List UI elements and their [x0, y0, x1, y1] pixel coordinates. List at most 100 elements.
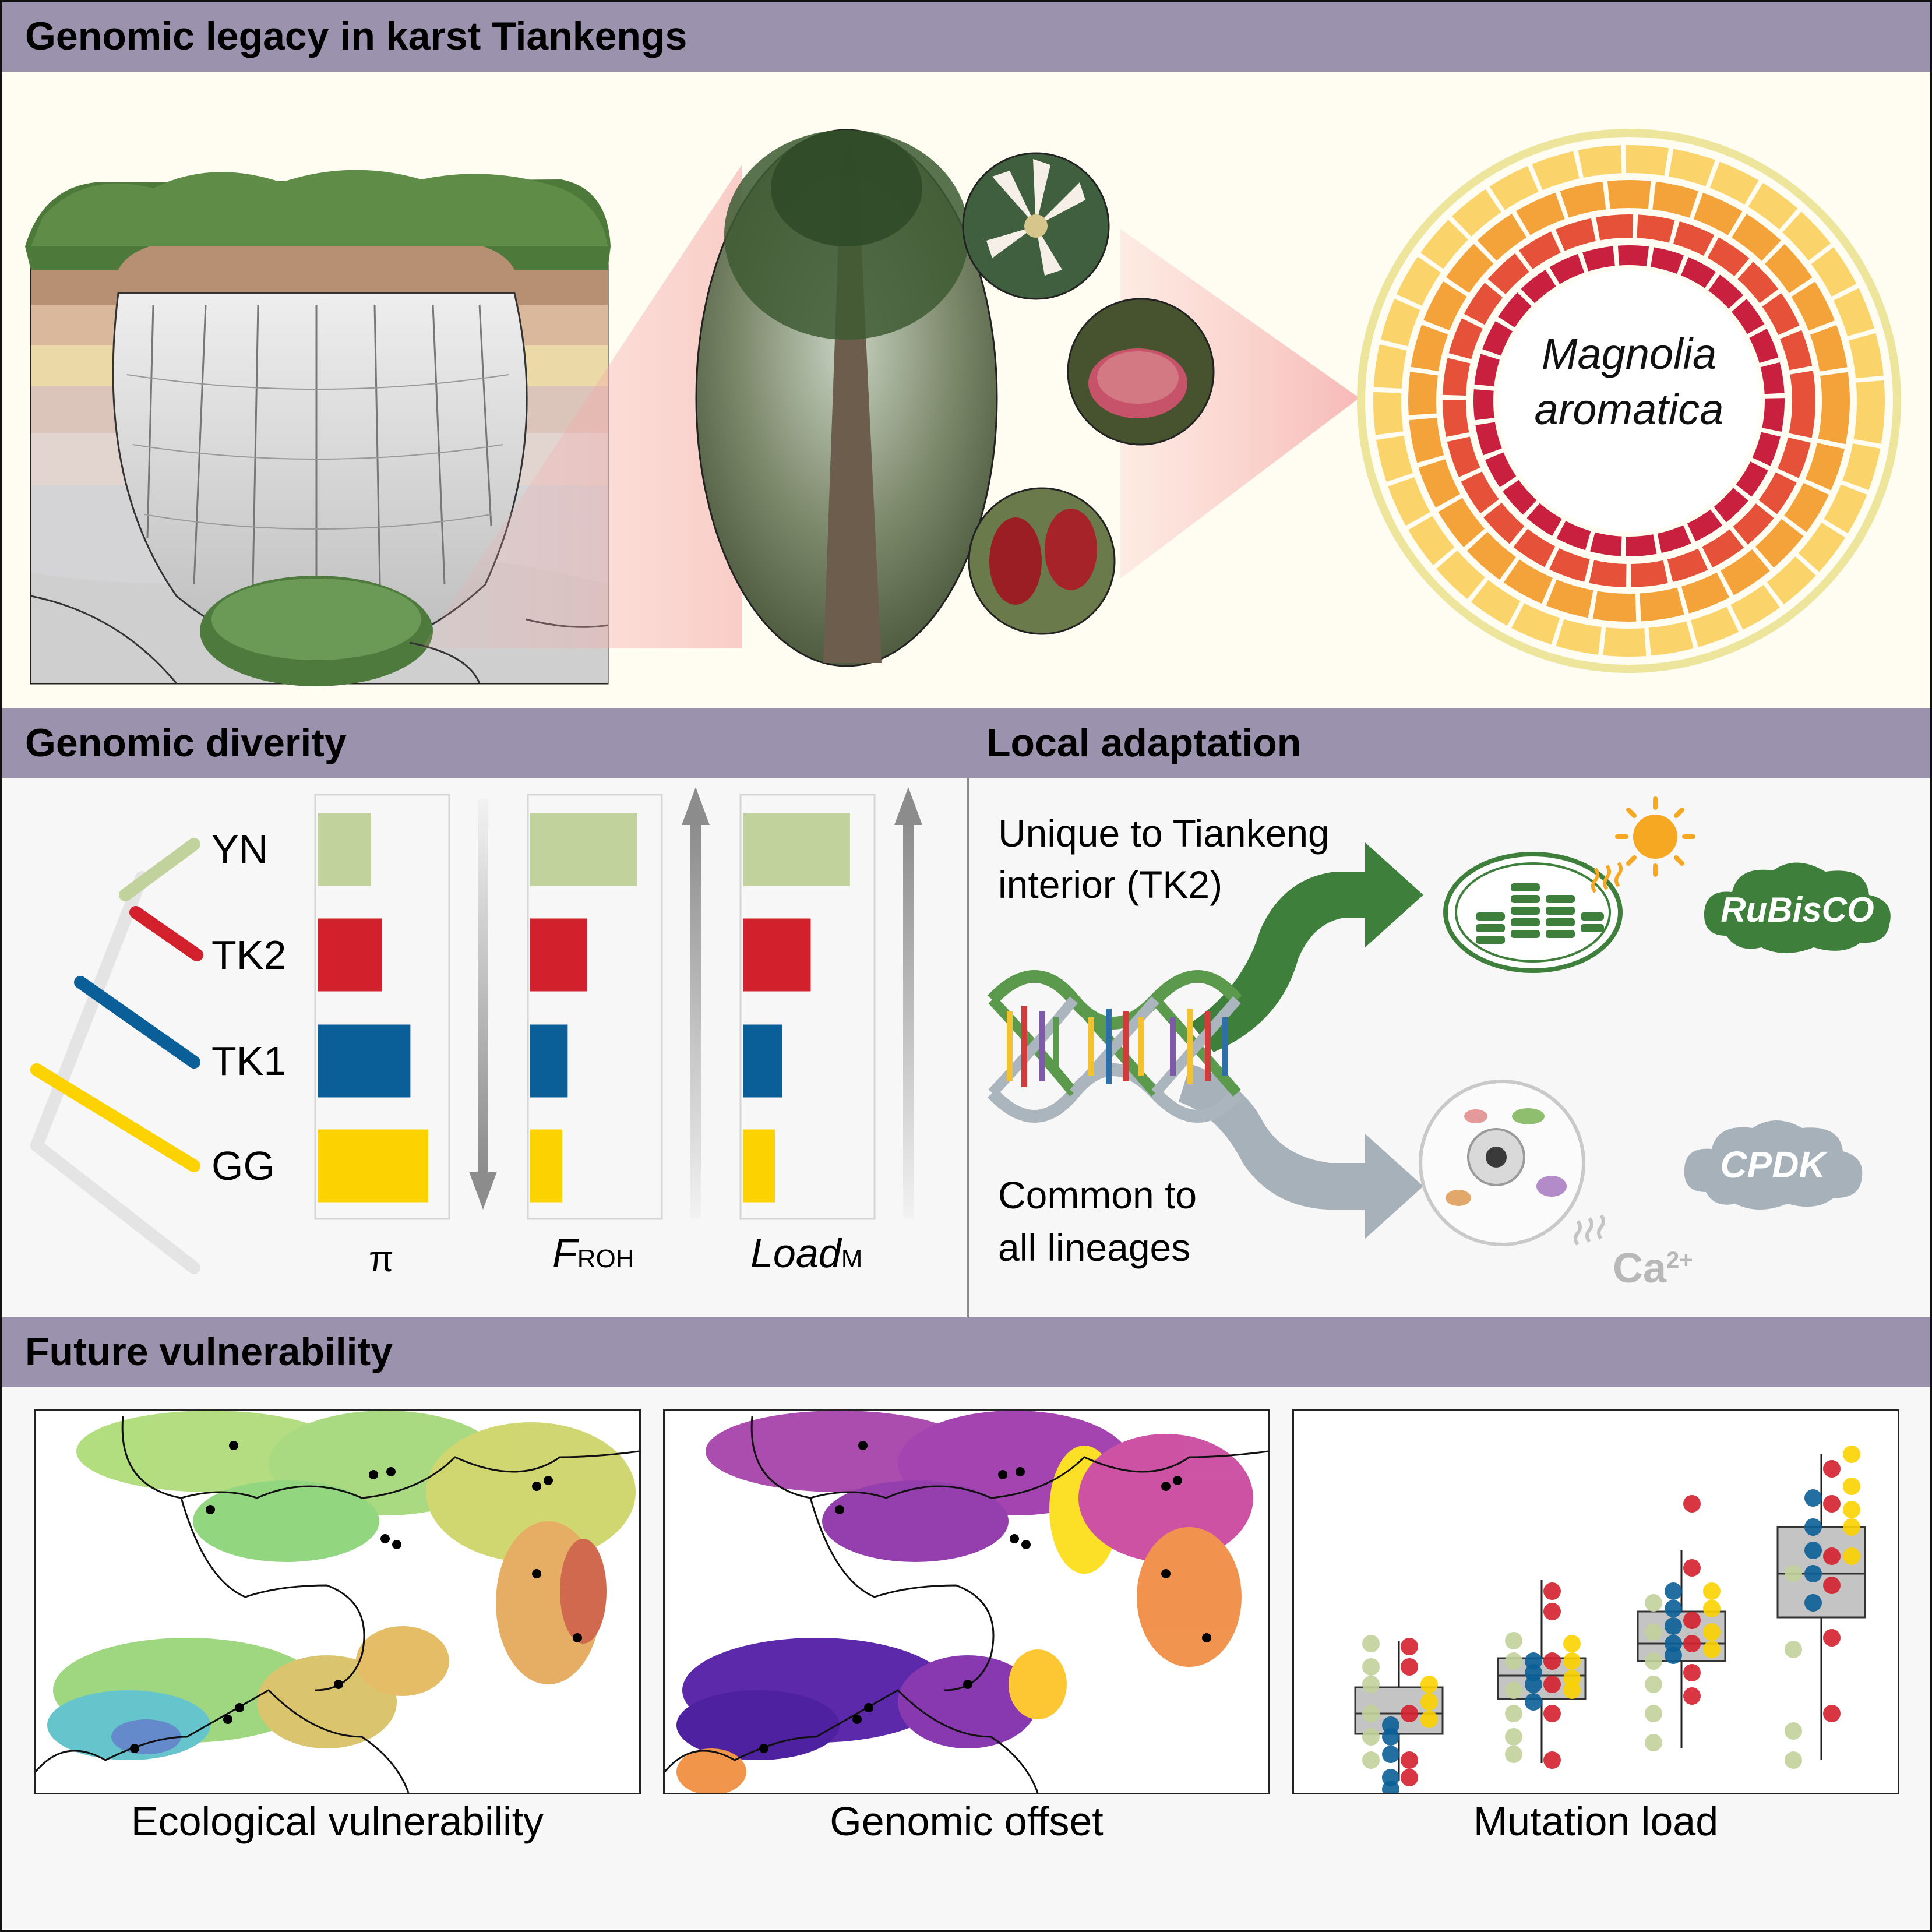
load-point-yn — [1785, 1565, 1802, 1582]
load-point-tk2 — [1401, 1751, 1418, 1769]
load-group-3 — [1776, 1446, 1866, 1769]
bar-1-tk2 — [530, 918, 588, 992]
load-point-tk2 — [1543, 1705, 1561, 1722]
metric-label-pi: π — [369, 1239, 394, 1279]
load-point-gg — [1703, 1623, 1721, 1641]
bar-1-tk1 — [530, 1024, 568, 1098]
fruit-photo — [1067, 298, 1215, 446]
section-title-adaptation: Local adaptation — [986, 721, 1302, 765]
dna-helix — [987, 970, 1242, 1123]
load-point-tk2 — [1823, 1460, 1841, 1478]
load-point-gg — [1420, 1711, 1438, 1728]
load-point-yn — [1645, 1676, 1662, 1693]
load-point-tk1 — [1804, 1565, 1822, 1582]
trend-arrow-1 — [682, 787, 710, 1218]
header-middle: Genomic diverity Local adaptation — [2, 708, 1930, 778]
gene-rubisco: RuBisCO — [1721, 890, 1874, 929]
gene-cpdk: CPDK — [1720, 1144, 1828, 1186]
future-panel: Ecological vulnerability — [2, 1387, 1930, 1929]
metric-bar-plots — [314, 787, 922, 1220]
load-point-tk2 — [1683, 1687, 1701, 1705]
lineage-label-yn: YN — [211, 827, 268, 872]
trend-arrow-0 — [469, 799, 497, 1210]
flower-photo — [962, 152, 1110, 300]
tree-photo — [695, 129, 998, 667]
load-group-2 — [1637, 1495, 1726, 1751]
load-point-tk2 — [1401, 1705, 1418, 1722]
bar-2-tk1 — [743, 1024, 782, 1098]
load-point-tk1 — [1804, 1518, 1822, 1536]
phylogeny-tree — [30, 838, 203, 1274]
bar-0-gg — [318, 1129, 428, 1203]
load-point-gg — [1563, 1652, 1581, 1670]
branch-yn — [119, 838, 200, 901]
load-point-tk1 — [1382, 1728, 1399, 1746]
load-point-yn — [1785, 1722, 1802, 1740]
load-point-tk2 — [1401, 1769, 1418, 1786]
bar-2-yn — [743, 813, 850, 886]
load-point-yn — [1505, 1681, 1522, 1699]
load-point-yn — [1505, 1652, 1522, 1670]
load-point-tk2 — [1823, 1629, 1841, 1647]
load-point-yn — [1645, 1705, 1662, 1722]
load-point-yn — [1362, 1751, 1380, 1769]
load-point-yn — [1505, 1632, 1522, 1649]
map2-caption: Genomic offset — [830, 1799, 1104, 1844]
load-point-tk2 — [1543, 1603, 1561, 1620]
metric-box-1 — [527, 794, 663, 1220]
load-point-yn — [1362, 1658, 1380, 1676]
load-point-tk2 — [1543, 1751, 1561, 1769]
load-point-gg — [1420, 1693, 1438, 1711]
bar-0-yn — [318, 813, 371, 886]
calcium-label: Ca2+ — [1613, 1245, 1693, 1292]
load-point-tk2 — [1823, 1577, 1841, 1594]
load-point-tk1 — [1525, 1676, 1542, 1693]
mutation-load-plot — [1292, 1409, 1899, 1798]
load-point-tk2 — [1683, 1495, 1701, 1513]
metric-label-froh: FROH — [552, 1231, 634, 1276]
load-point-gg — [1843, 1547, 1860, 1565]
bar-0-tk1 — [318, 1024, 411, 1098]
load-point-gg — [1843, 1501, 1860, 1518]
load-point-tk2 — [1543, 1652, 1561, 1670]
load-point-gg — [1703, 1582, 1721, 1600]
load-point-tk2 — [1683, 1664, 1701, 1681]
metric-box-2 — [739, 794, 876, 1220]
load-point-gg — [1563, 1681, 1581, 1699]
load-point-tk2 — [1543, 1676, 1561, 1693]
unique-arrow — [1190, 842, 1423, 1052]
load-point-gg — [1843, 1446, 1860, 1463]
lineage-label-tk2: TK2 — [211, 932, 286, 978]
load-point-tk2 — [1683, 1559, 1701, 1577]
branch-gg — [30, 1063, 200, 1172]
load-point-tk1 — [1804, 1489, 1822, 1507]
load-point-tk2 — [1823, 1495, 1841, 1513]
lineage-label-gg: GG — [211, 1143, 275, 1189]
panel-divider — [967, 778, 969, 1317]
load-point-gg — [1563, 1635, 1581, 1652]
zoom-beam-left — [421, 165, 742, 648]
load-point-yn — [1645, 1623, 1662, 1641]
load-group-0 — [1354, 1635, 1444, 1798]
load-group-1 — [1497, 1580, 1587, 1769]
branch-tk1 — [74, 976, 200, 1069]
branch-tk2 — [129, 906, 203, 961]
section-title-top: Genomic legacy in karst Tiankengs — [25, 14, 688, 58]
load-point-yn — [1785, 1751, 1802, 1769]
chloroplast-icon — [1443, 852, 1623, 973]
plot-caption: Mutation load — [1473, 1799, 1719, 1844]
lineage-label-tk1: TK1 — [211, 1038, 286, 1084]
map1-caption: Ecological vulnerability — [131, 1799, 544, 1844]
sun-icon — [1591, 796, 1695, 893]
load-point-tk1 — [1525, 1693, 1542, 1711]
species-name-line2: aromatica — [1535, 385, 1724, 433]
load-point-tk2 — [1823, 1547, 1841, 1565]
bar-0-tk2 — [318, 918, 382, 992]
load-point-gg — [1703, 1641, 1721, 1658]
top-panel: Magnolia aromatica — [2, 72, 1930, 708]
